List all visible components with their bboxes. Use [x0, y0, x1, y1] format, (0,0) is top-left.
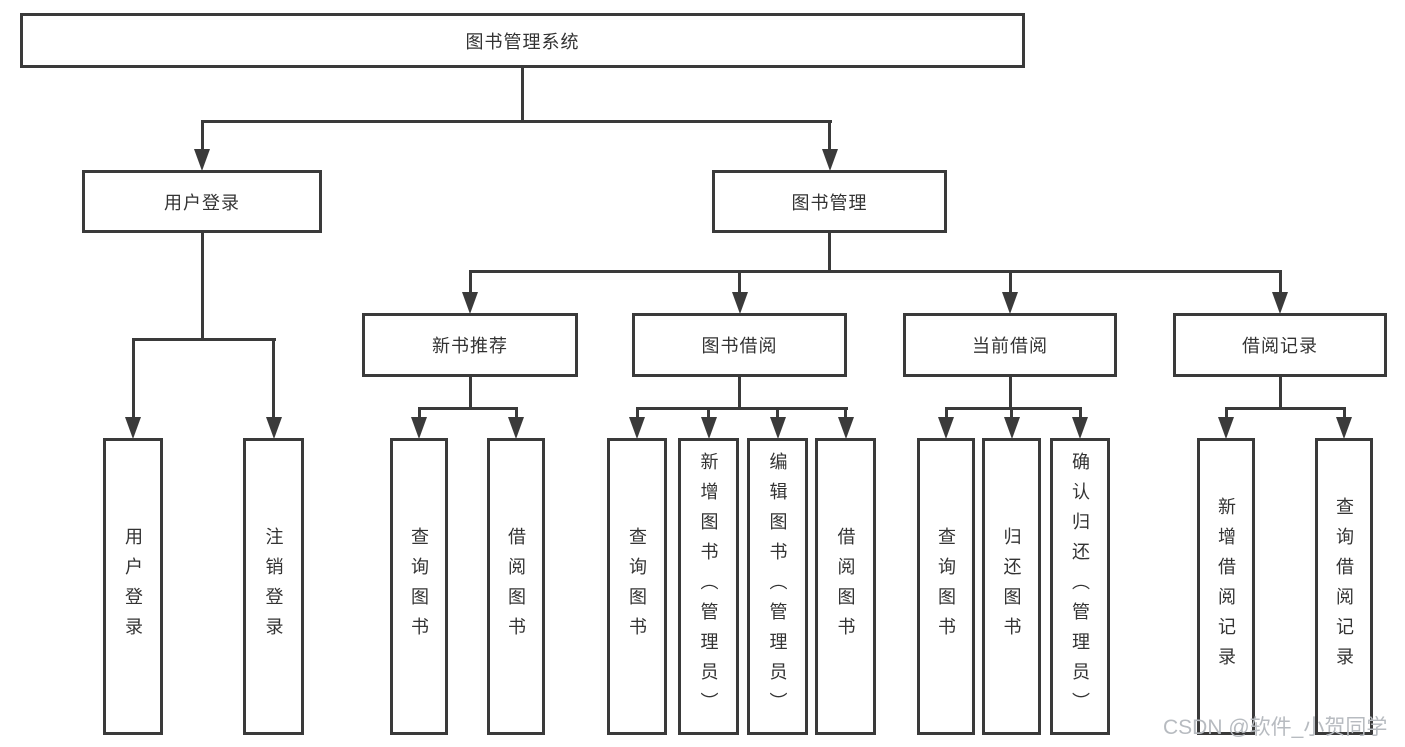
- arrowhead-down-icon: [838, 417, 854, 439]
- connector-line: [738, 377, 741, 410]
- connector-line: [272, 338, 275, 421]
- arrowhead-down-icon: [1004, 417, 1020, 439]
- node-label: 借阅图书: [835, 526, 856, 647]
- node-label: 注销登录: [263, 526, 284, 647]
- node-label: 归还图书: [1001, 526, 1022, 647]
- node-label: 新书推荐: [432, 336, 508, 356]
- connector-line: [418, 407, 518, 410]
- connector-line: [1010, 407, 1013, 421]
- node-label: 编辑图书（管理员）: [767, 451, 788, 722]
- node-root: 图书管理系统: [20, 13, 1025, 68]
- arrowhead-down-icon: [1218, 417, 1234, 439]
- watermark-text: CSDN @软件_小贺同学: [1163, 716, 1388, 739]
- node-leaf-query-books-cur: 查询图书: [917, 438, 975, 735]
- node-leaf-borrow-books-rec: 借阅图书: [487, 438, 545, 735]
- arrowhead-down-icon: [822, 149, 838, 171]
- node-leaf-return-books: 归还图书: [982, 438, 1041, 735]
- arrowhead-down-icon: [462, 292, 478, 314]
- connector-line: [418, 407, 421, 421]
- connector-line: [1343, 407, 1346, 421]
- arrowhead-down-icon: [1336, 417, 1352, 439]
- connector-line: [1225, 407, 1228, 421]
- connector-line: [1079, 407, 1082, 421]
- node-leaf-query-books-rec: 查询图书: [390, 438, 448, 735]
- node-current-borrow: 当前借阅: [903, 313, 1117, 377]
- node-label: 借阅图书: [506, 526, 526, 647]
- connector-line: [707, 407, 710, 421]
- node-label: 图书管理: [791, 192, 868, 213]
- node-leaf-add-borrow-record: 新增借阅记录: [1197, 438, 1255, 735]
- arrowhead-down-icon: [1272, 292, 1288, 314]
- arrowhead-down-icon: [266, 417, 282, 439]
- connector-line: [1225, 407, 1346, 410]
- node-leaf-borrow-books-bor: 借阅图书: [815, 438, 876, 735]
- node-label: 查询借阅记录: [1334, 496, 1354, 677]
- connector-line: [201, 120, 832, 123]
- connector-line: [469, 377, 472, 410]
- node-leaf-confirm-return: 确认归还（管理员）: [1050, 438, 1110, 735]
- arrowhead-down-icon: [411, 417, 427, 439]
- arrowhead-down-icon: [508, 417, 524, 439]
- node-label: 图书借阅: [701, 336, 778, 356]
- arrowhead-down-icon: [1002, 292, 1018, 314]
- connector-line: [945, 407, 1082, 410]
- node-label: 用户登录: [164, 192, 240, 213]
- connector-line: [201, 233, 204, 341]
- node-leaf-edit-books-admin: 编辑图书（管理员）: [747, 438, 808, 735]
- node-label: 确认归还（管理员）: [1070, 451, 1090, 722]
- node-label: 新增图书（管理员）: [698, 451, 719, 722]
- connector-line: [521, 68, 524, 123]
- node-leaf-user-login: 用户登录: [103, 438, 163, 735]
- connector-line: [1009, 270, 1012, 296]
- connector-line: [469, 270, 472, 296]
- connector-line: [828, 233, 831, 273]
- node-borrow-records: 借阅记录: [1173, 313, 1387, 377]
- arrowhead-down-icon: [938, 417, 954, 439]
- connector-line: [132, 338, 135, 421]
- connector-line: [738, 270, 741, 296]
- connector-line: [1279, 377, 1282, 410]
- connector-line: [945, 407, 948, 421]
- connector-line: [636, 407, 639, 421]
- arrowhead-down-icon: [770, 417, 786, 439]
- node-label: 图书管理系统: [465, 31, 580, 52]
- arrowhead-down-icon: [1072, 417, 1088, 439]
- node-label: 查询图书: [936, 526, 956, 647]
- connector-line: [201, 120, 204, 153]
- arrowhead-down-icon: [701, 417, 717, 439]
- node-label: 新增借阅记录: [1216, 496, 1236, 677]
- connector-line: [132, 338, 276, 341]
- node-leaf-query-borrow-record: 查询借阅记录: [1315, 438, 1373, 735]
- node-label: 查询图书: [409, 526, 429, 647]
- node-user-login: 用户登录: [82, 170, 322, 233]
- node-book-mgmt: 图书管理: [712, 170, 947, 233]
- connector-line: [1009, 377, 1012, 410]
- arrowhead-down-icon: [194, 149, 210, 171]
- connector-line: [844, 407, 847, 421]
- connector-line: [1279, 270, 1282, 296]
- arrowhead-down-icon: [125, 417, 141, 439]
- node-label: 借阅记录: [1242, 336, 1318, 356]
- connector-line: [469, 270, 1282, 273]
- node-label: 查询图书: [627, 526, 647, 647]
- connector-line: [515, 407, 518, 421]
- node-leaf-query-books-bor: 查询图书: [607, 438, 667, 735]
- node-label: 用户登录: [123, 526, 143, 647]
- arrowhead-down-icon: [629, 417, 645, 439]
- node-leaf-logout: 注销登录: [243, 438, 304, 735]
- connector-line: [828, 120, 831, 153]
- connector-line: [636, 407, 848, 410]
- arrowhead-down-icon: [732, 292, 748, 314]
- node-book-borrow: 图书借阅: [632, 313, 847, 377]
- node-leaf-add-books-admin: 新增图书（管理员）: [678, 438, 739, 735]
- connector-line: [776, 407, 779, 421]
- node-label: 当前借阅: [972, 336, 1048, 356]
- node-new-book-rec: 新书推荐: [362, 313, 578, 377]
